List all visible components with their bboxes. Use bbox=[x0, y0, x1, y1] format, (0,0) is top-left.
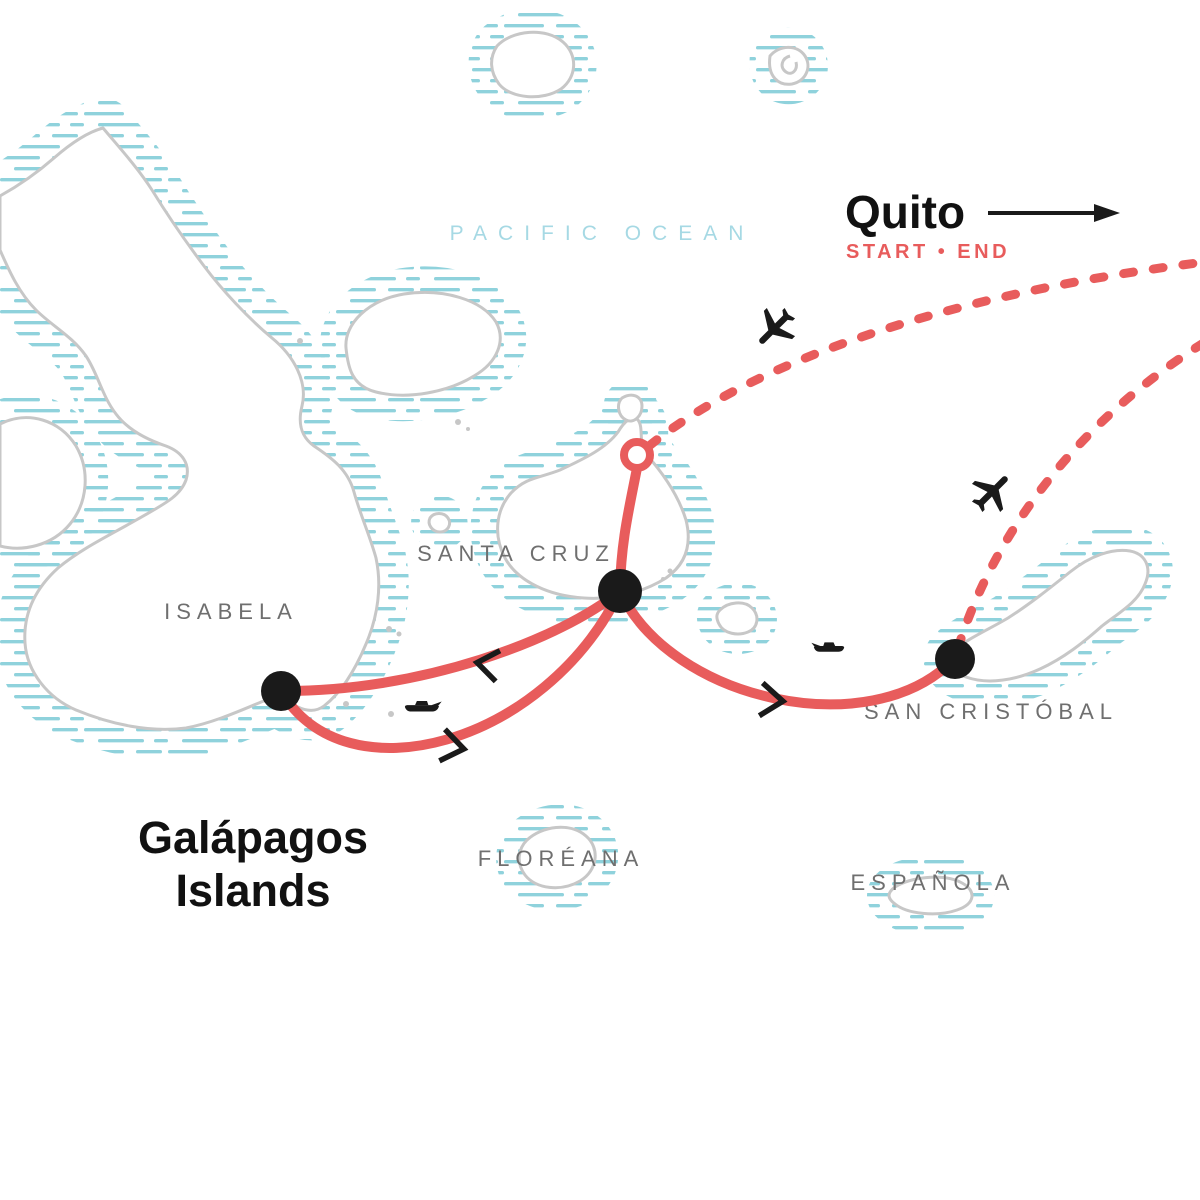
island-pinta bbox=[490, 30, 576, 99]
map-title-line2: Islands bbox=[175, 865, 330, 916]
islets-rocks bbox=[297, 338, 673, 717]
route-direction-arrows bbox=[438, 648, 788, 764]
island-marchena-detail bbox=[780, 54, 798, 75]
boat-icon bbox=[404, 700, 442, 712]
start-end-badge: START • END bbox=[846, 241, 1010, 263]
flight-route-quito-to-baltra bbox=[644, 258, 1200, 451]
city-callout-quito: Quito START • END bbox=[845, 186, 1120, 263]
island-espanola bbox=[887, 875, 974, 916]
chevron-arrow-east-icon bbox=[757, 680, 788, 719]
floreana-label: FLORÉANA bbox=[478, 846, 645, 871]
san-cristobal-label: SAN CRISTÓBAL bbox=[864, 699, 1118, 724]
espanola-label: ESPAÑOLA bbox=[851, 870, 1016, 895]
island-rabida bbox=[427, 512, 452, 534]
santa-cruz-label: SANTA CRUZ bbox=[417, 541, 615, 566]
cruise-leg-isabela-santa-cruz bbox=[276, 586, 625, 753]
route-stop-markers bbox=[261, 438, 975, 711]
island-marchena bbox=[768, 45, 810, 86]
island-baltra bbox=[617, 393, 644, 423]
stop-dot-isabela bbox=[261, 671, 301, 711]
cruise-leg-santa-cruz-san-cristobal bbox=[615, 586, 958, 710]
island-fernandina bbox=[0, 416, 87, 550]
airplane-icon bbox=[746, 299, 804, 357]
quito-label: Quito bbox=[845, 186, 965, 238]
map-title: Galápagos Islands bbox=[138, 812, 368, 916]
island-san-cristobal bbox=[947, 548, 1150, 683]
quito-arrow-head-icon bbox=[1094, 204, 1120, 222]
chevron-arrow-west-icon bbox=[472, 648, 502, 684]
island-floreana bbox=[517, 825, 597, 890]
island-santa-fe bbox=[715, 601, 759, 636]
island-isabela bbox=[0, 126, 381, 731]
boat-icon bbox=[811, 642, 845, 652]
chevron-arrow-east-icon bbox=[438, 727, 469, 764]
flight-route-san-cristobal-to-quito bbox=[953, 339, 1200, 653]
airplane-icon bbox=[963, 463, 1021, 521]
island-santiago bbox=[344, 290, 502, 397]
stop-dot-santa-cruz bbox=[598, 569, 642, 613]
pacific-ocean-label: PACIFIC OCEAN bbox=[450, 222, 755, 245]
map-title-line1: Galápagos bbox=[138, 812, 368, 863]
start-ring-marker-baltra bbox=[620, 438, 654, 472]
stop-dot-san-cristobal bbox=[935, 639, 975, 679]
isabela-label: ISABELA bbox=[164, 599, 298, 624]
